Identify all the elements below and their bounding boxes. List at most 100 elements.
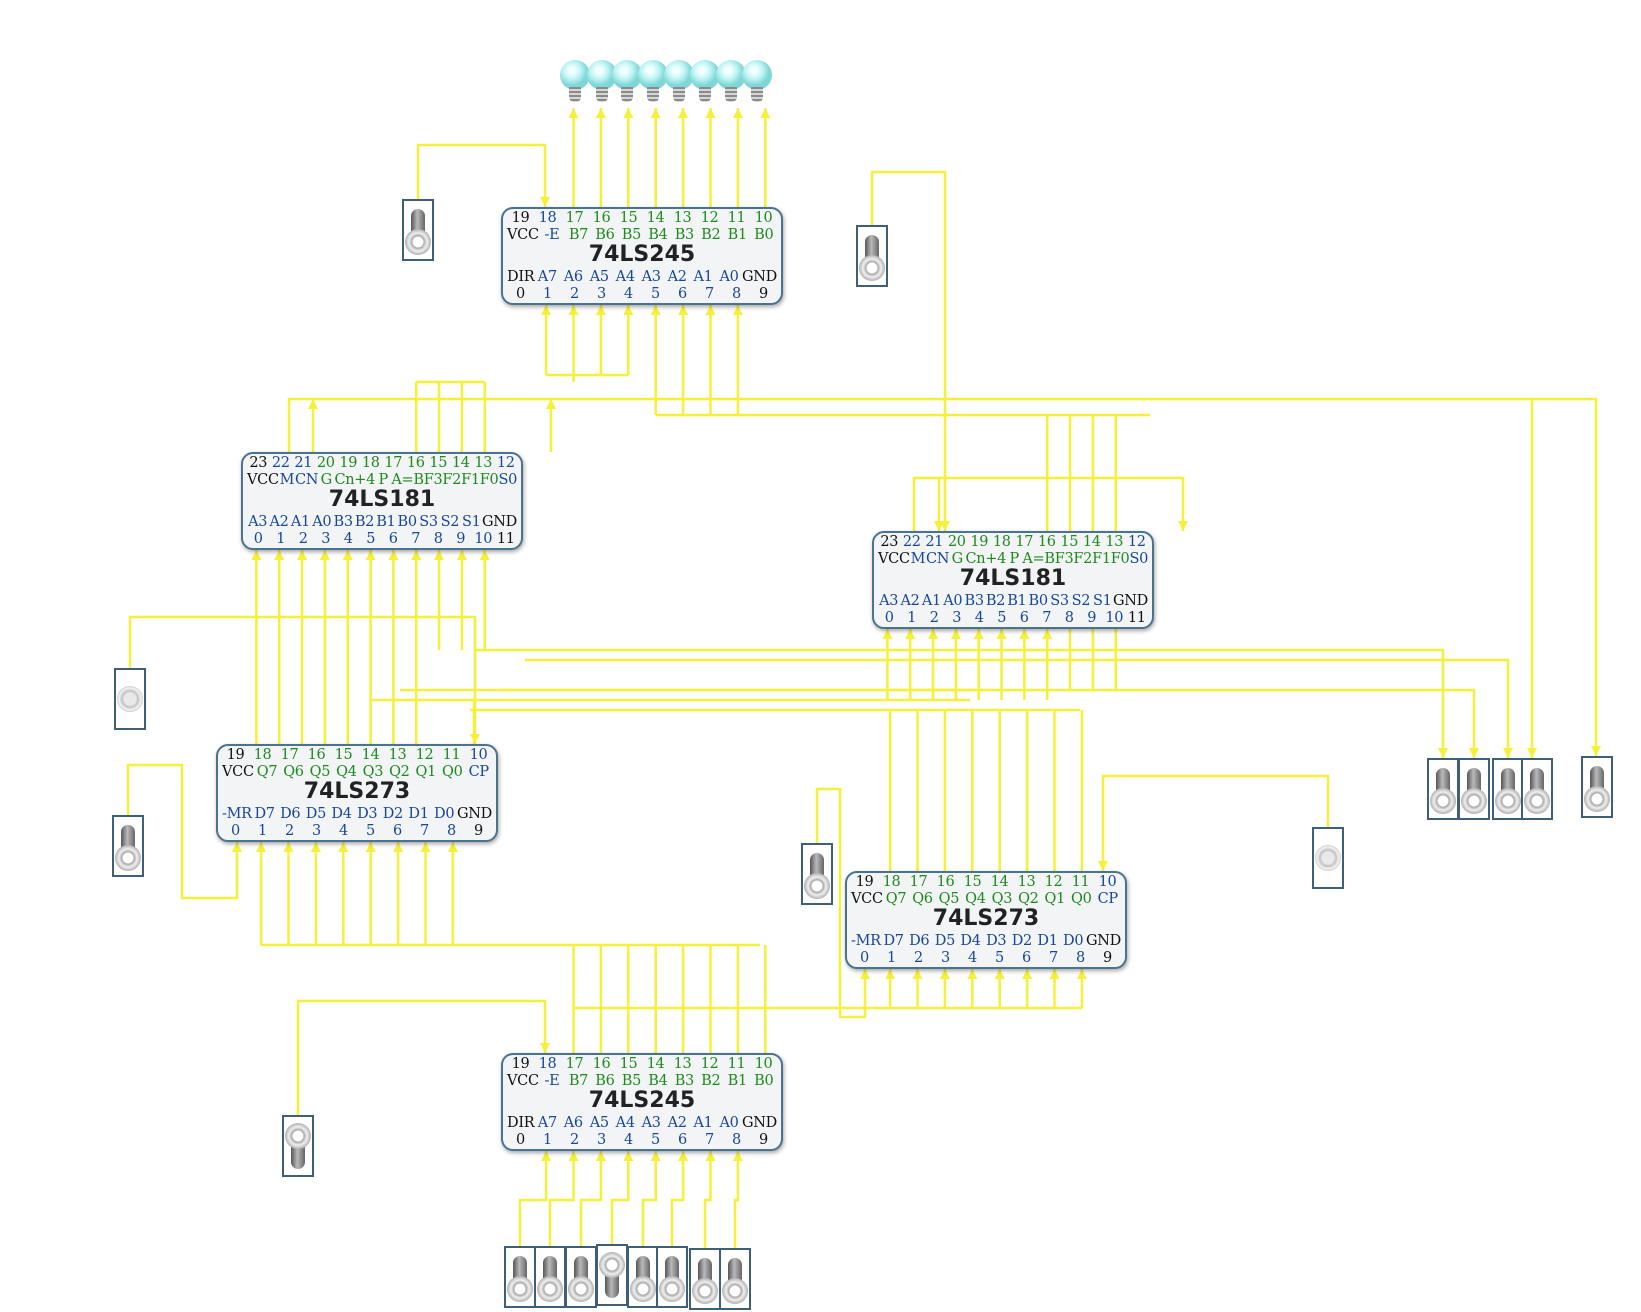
- toggle-switch-sw-in-5[interactable]: [565, 1246, 597, 1308]
- wire-arrow: [1178, 521, 1188, 531]
- toggle-switch-sw-s3[interactable]: [1427, 758, 1459, 820]
- pin-number: 5: [366, 823, 375, 839]
- toggle-switch-sw-s2[interactable]: [1458, 758, 1490, 820]
- pin-label: Q3: [362, 764, 384, 780]
- pin-number: 0: [253, 531, 263, 547]
- switch-knob-icon: [859, 255, 885, 281]
- push-button-sw-181left-cn[interactable]: [114, 668, 146, 730]
- wire-arrow: [650, 305, 661, 315]
- toggle-switch-sw-s0[interactable]: [1521, 758, 1553, 820]
- wire-arrow: [232, 842, 242, 852]
- pin-number: 11: [496, 531, 515, 547]
- toggle-switch-sw-in-2[interactable]: [656, 1246, 688, 1308]
- pin-number: 2: [570, 1132, 579, 1148]
- pin-number: 1: [543, 1132, 552, 1148]
- pin-number: 6: [1019, 610, 1029, 626]
- pin-label: A3: [641, 269, 661, 285]
- toggle-switch-sw-in-7[interactable]: [504, 1246, 536, 1308]
- toggle-switch-sw-in-4[interactable]: [596, 1244, 628, 1306]
- pin-label: B1: [1007, 593, 1027, 609]
- pin-label: B6: [595, 1073, 615, 1089]
- pin-number: 4: [343, 531, 353, 547]
- toggle-switch-sw-in-0[interactable]: [719, 1248, 751, 1310]
- wire: [475, 648, 1445, 758]
- wire-arrow: [420, 842, 431, 852]
- pin-number: 1: [276, 531, 286, 547]
- pin-label: B4: [648, 227, 668, 243]
- push-button-sw-273right-cp[interactable]: [1312, 827, 1344, 889]
- pin-label: Q7: [885, 891, 907, 907]
- pin-label: CP: [1097, 891, 1119, 907]
- pin-label: B4: [648, 1073, 668, 1089]
- pin-label: Q5: [309, 764, 331, 780]
- pin-label: A0: [719, 1115, 739, 1131]
- pin-number: 4: [974, 610, 984, 626]
- pin-label: D6: [280, 806, 301, 822]
- wire: [670, 1151, 685, 1246]
- wire-arrow: [365, 842, 376, 852]
- pin-number: 0: [516, 286, 525, 302]
- pin-number: 17: [565, 1056, 584, 1072]
- pin-number: 2: [570, 286, 579, 302]
- toggle-switch-sw-273right-mr[interactable]: [801, 843, 833, 905]
- toggle-switch-sw-in-1[interactable]: [689, 1248, 721, 1310]
- pin-number: 22: [902, 534, 921, 550]
- light-bulb-icon: [716, 60, 746, 106]
- pin-label: D0: [434, 806, 455, 822]
- toggle-switch-sw-245bottom-e[interactable]: [282, 1115, 314, 1177]
- pin-label: A7: [537, 269, 557, 285]
- pin-label: GND: [742, 1115, 777, 1131]
- toggle-switch-sw-s1[interactable]: [1492, 758, 1524, 820]
- wire-arrow: [882, 629, 893, 639]
- wire-arrow: [732, 108, 743, 118]
- pin-label: GND: [457, 806, 493, 822]
- wire: [128, 615, 477, 744]
- pin-label: GND: [1112, 593, 1148, 609]
- pin-label: B2: [985, 593, 1006, 609]
- pin-number: 13: [673, 1056, 692, 1072]
- pin-label: DIR: [507, 1115, 535, 1131]
- pin-number: 9: [1087, 610, 1097, 626]
- pin-number: 11: [1127, 610, 1146, 626]
- switch-knob-icon: [722, 1278, 748, 1304]
- pin-label: A0: [312, 514, 332, 530]
- pin-number: 14: [361, 747, 380, 763]
- pin-label: B7: [568, 227, 589, 243]
- wire-arrow: [973, 629, 984, 639]
- toggle-switch-sw-181right-cn[interactable]: [856, 225, 888, 287]
- pin-number: 18: [538, 210, 557, 226]
- toggle-switch-sw-245top-e[interactable]: [402, 199, 434, 261]
- switch-knob-icon: [285, 1123, 311, 1149]
- pin-label: A3: [879, 593, 899, 609]
- pin-label: A=B: [1022, 551, 1055, 567]
- wire-arrow: [456, 550, 467, 560]
- pin-label: CN: [295, 472, 319, 488]
- toggle-switch-sw-m[interactable]: [1581, 756, 1613, 818]
- toggle-switch-sw-273left-mr[interactable]: [112, 815, 144, 877]
- wire-arrow: [568, 108, 579, 118]
- pin-number: 5: [995, 950, 1004, 966]
- toggle-switch-sw-in-3[interactable]: [627, 1246, 659, 1308]
- pin-number: 13: [1017, 874, 1036, 890]
- wire-arrow: [732, 1151, 743, 1161]
- pin-label: D5: [305, 806, 327, 822]
- pin-number: 0: [884, 610, 894, 626]
- pin-label: B5: [621, 1073, 642, 1089]
- switch-knob-icon: [1315, 845, 1341, 871]
- wire: [518, 1151, 548, 1246]
- pin-label: CN: [926, 551, 950, 567]
- toggle-switch-sw-in-6[interactable]: [534, 1246, 566, 1308]
- pin-label: S1: [1092, 593, 1112, 609]
- wire: [525, 658, 1510, 758]
